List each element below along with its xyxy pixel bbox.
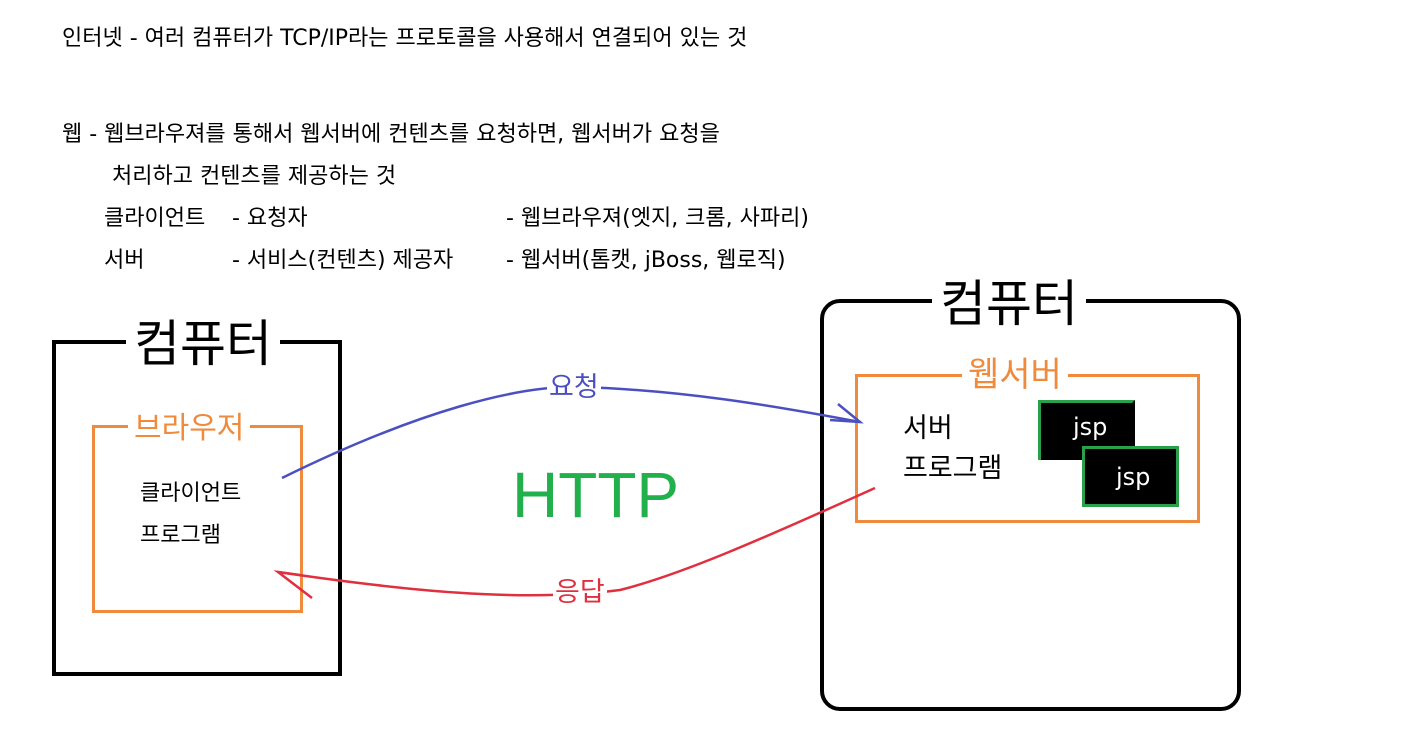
http-protocol-label: HTTP [512,459,680,531]
response-arrow [277,486,876,597]
web-definition-line2: 처리하고 컨텐츠를 제공하는 것 [112,164,397,189]
browser-label: 브라우저 [128,411,251,447]
client-program-line2: 프로그램 [140,523,221,548]
request-label: 요청 [547,371,601,405]
request-arrowhead [829,403,864,424]
web-definition-line1: 웹 - 웹브라우져를 통해서 웹서버에 컨텐츠를 요청하면, 웹서버가 요청을 [62,122,720,147]
client-term: 클라이언트 [104,206,206,231]
jsp-page-back-label: jsp [1073,413,1108,441]
internet-definition: 인터넷 - 여러 컴퓨터가 TCP/IP라는 프로토콜을 사용해서 연결되어 있… [62,26,748,51]
response-arrowhead [273,570,313,599]
server-program-line1: 서버 [903,413,953,444]
server-program-line2: 프로그램 [903,453,1003,484]
client-computer-label: 컴퓨터 [126,314,280,374]
client-program-line1: 클라이언트 [140,481,242,506]
server-description: - 서비스(컨텐츠) 제공자 [232,248,454,273]
client-description: - 요청자 [232,206,308,231]
server-example: - 웹서버(톰캣, jBoss, 웹로직) [506,248,786,273]
webserver-label: 웹서버 [962,355,1068,395]
jsp-page-front-label: jsp [1116,463,1151,491]
client-example: - 웹브라우져(엣지, 크롬, 사파리) [506,206,809,231]
jsp-page-front: jsp [1082,446,1179,507]
server-computer-label: 컴퓨터 [932,274,1086,334]
server-term: 서버 [104,248,145,273]
response-label: 응답 [553,576,607,610]
